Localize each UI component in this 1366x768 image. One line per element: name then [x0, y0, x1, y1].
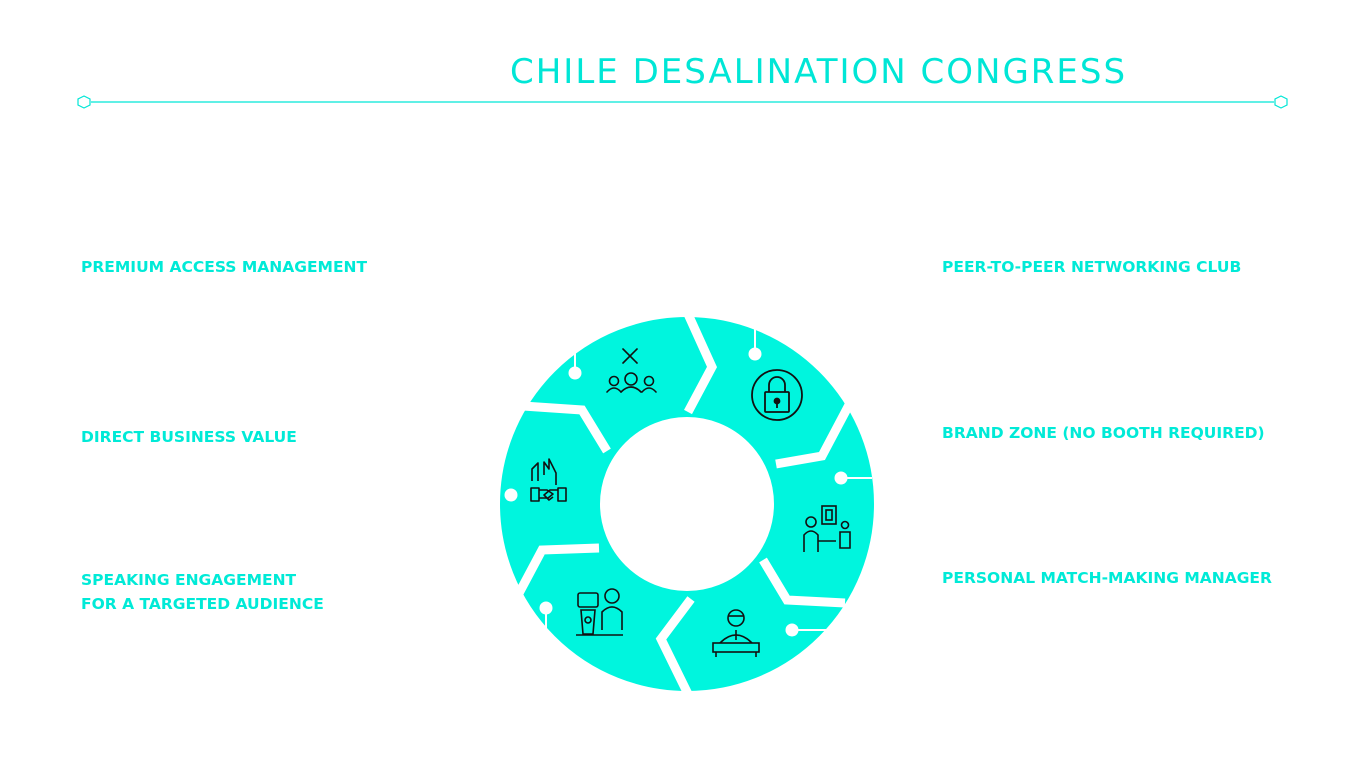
title-divider — [77, 95, 1288, 109]
right-hexagon-icon — [1274, 95, 1288, 109]
lock-icon — [751, 369, 803, 421]
handshake-icon — [530, 458, 567, 502]
label-direct-business-value: DIRECT BUSINESS VALUE — [81, 428, 297, 446]
label-speaking-line1: SPEAKING ENGAGEMENT — [81, 571, 297, 589]
label-peer-networking-club: PEER-TO-PEER NETWORKING CLUB — [942, 258, 1242, 276]
segment-separators — [513, 312, 854, 696]
label-speaking-engagement: SPEAKING ENGAGEMENT FOR A TARGETED AUDIE… — [81, 568, 324, 616]
cycle-ring — [500, 317, 874, 691]
networking-people-icon — [606, 348, 657, 393]
page-title: CHILE DESALINATION CONGRESS — [510, 52, 1128, 92]
label-match-making-manager: PERSONAL MATCH-MAKING MANAGER — [942, 569, 1272, 587]
label-brand-zone: BRAND ZONE (NO BOOTH REQUIRED) — [942, 424, 1265, 442]
exhibitor-display-icon — [803, 505, 851, 552]
connector-dots — [504, 324, 872, 637]
speaker-podium-icon — [576, 588, 623, 636]
label-speaking-line2: FOR A TARGETED AUDIENCE — [81, 595, 324, 613]
left-hexagon-icon — [77, 95, 91, 109]
manager-desk-icon — [712, 609, 760, 657]
label-premium-access-management: PREMIUM ACCESS MANAGEMENT — [81, 258, 368, 276]
cycle-diagram — [500, 312, 874, 696]
